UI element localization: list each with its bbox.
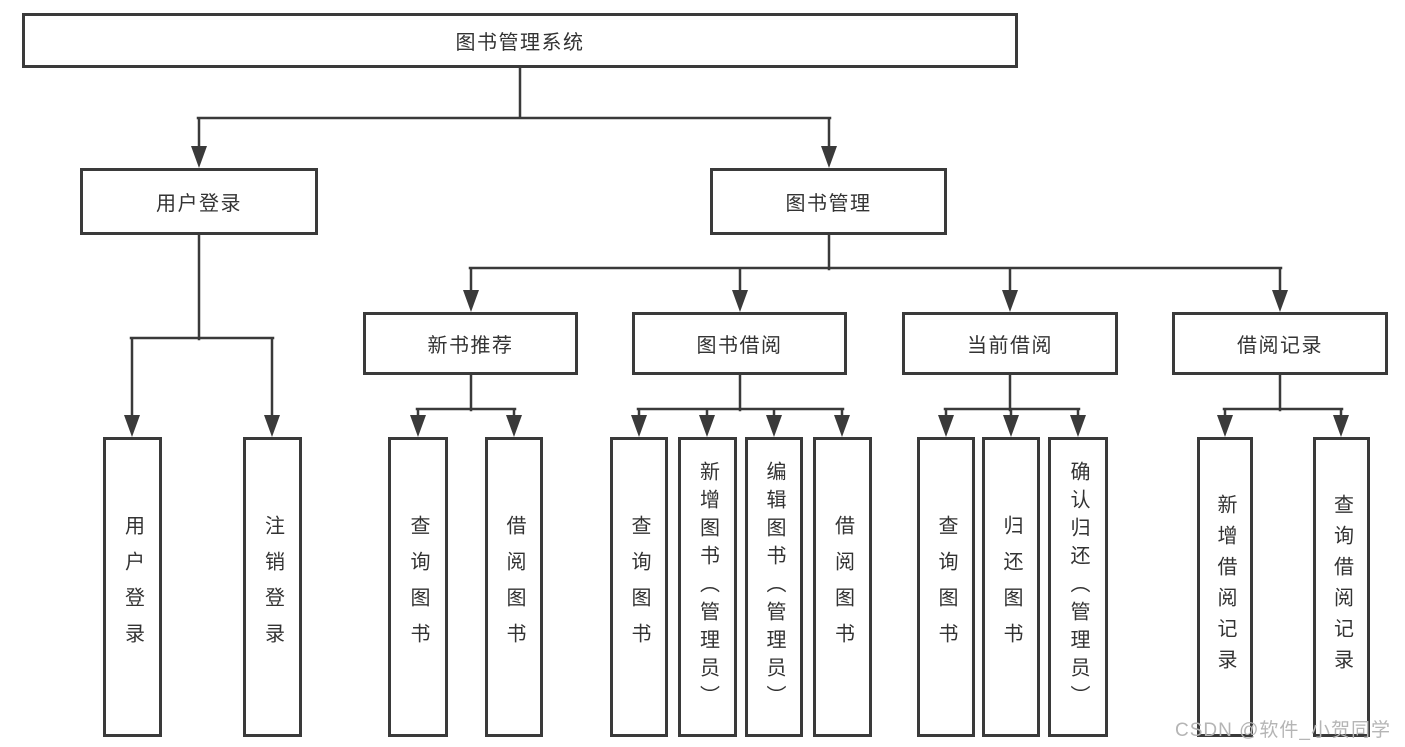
node-label: 确认归还（管理员） xyxy=(1067,461,1089,713)
node-book-borrowing: 图书借阅 xyxy=(632,312,847,375)
leaf-query-books-current: 查询图书 xyxy=(917,437,975,737)
leaf-borrow-books-borrowing: 借阅图书 xyxy=(813,437,872,737)
csdn-watermark: CSDN @软件_小贺同学 xyxy=(1175,720,1391,741)
node-label: 图书借阅 xyxy=(696,335,783,357)
node-new-book-recommend: 新书推荐 xyxy=(363,312,578,375)
arrowhead-icons xyxy=(124,146,1349,437)
node-label: 新增借阅记录 xyxy=(1214,494,1236,680)
node-label: 查询图书 xyxy=(407,515,429,659)
leaf-borrow-books-recommend: 借阅图书 xyxy=(485,437,543,737)
node-label: 图书管理 xyxy=(785,193,872,215)
node-label: 用户登录 xyxy=(156,193,242,215)
leaf-edit-book-admin: 编辑图书（管理员） xyxy=(745,437,803,737)
node-label: 新增图书（管理员） xyxy=(696,461,719,713)
node-label: 借阅图书 xyxy=(503,515,525,659)
node-label: 查询借阅记录 xyxy=(1330,494,1353,680)
leaf-user-login: 用户登录 xyxy=(103,437,162,737)
leaf-query-books-borrowing: 查询图书 xyxy=(610,437,668,737)
node-current-borrowing: 当前借阅 xyxy=(902,312,1118,375)
node-label: 借阅图书 xyxy=(831,515,854,659)
node-book-management: 图书管理 xyxy=(710,168,947,235)
node-user-login: 用户登录 xyxy=(80,168,318,235)
leaf-query-borrow-record: 查询借阅记录 xyxy=(1313,437,1370,737)
leaf-add-borrow-record: 新增借阅记录 xyxy=(1197,437,1253,737)
node-label: 注销登录 xyxy=(261,515,284,659)
node-label: 新书推荐 xyxy=(427,335,514,357)
node-root: 图书管理系统 xyxy=(22,13,1018,68)
leaf-return-book: 归还图书 xyxy=(982,437,1040,737)
node-label: 图书管理系统 xyxy=(455,32,585,54)
leaf-add-book-admin: 新增图书（管理员） xyxy=(678,437,737,737)
leaf-logout: 注销登录 xyxy=(243,437,302,737)
node-label: 查询图书 xyxy=(628,515,650,659)
connector-lines xyxy=(129,66,1344,422)
leaf-query-books-recommend: 查询图书 xyxy=(388,437,448,737)
node-label: 借阅记录 xyxy=(1237,335,1323,357)
node-label: 归还图书 xyxy=(1000,515,1022,659)
node-label: 当前借阅 xyxy=(967,335,1053,357)
node-label: 编辑图书（管理员） xyxy=(763,461,785,713)
node-label: 查询图书 xyxy=(935,515,957,659)
node-label: 用户登录 xyxy=(121,515,144,659)
leaf-confirm-return-admin: 确认归还（管理员） xyxy=(1048,437,1108,737)
node-borrow-records: 借阅记录 xyxy=(1172,312,1388,375)
